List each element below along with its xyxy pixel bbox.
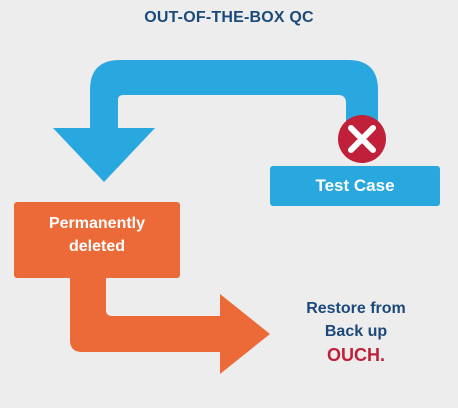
x-circle-icon: [338, 115, 386, 163]
test-case-label: Test Case: [315, 176, 395, 195]
loop-arrow-head: [53, 128, 155, 182]
restore-line2: Back up: [324, 323, 388, 340]
permanently-deleted-line2: deleted: [68, 238, 125, 255]
permanently-deleted-box: [14, 202, 180, 278]
restore-line1: Restore from: [306, 300, 406, 317]
permanently-deleted-line1: Permanently: [48, 215, 146, 232]
permanently-deleted-label: Permanently deleted: [14, 212, 180, 258]
test-case-box: [270, 166, 440, 206]
restore-from-backup-text: Restore from Back up OUCH.: [272, 297, 440, 367]
diagram-title: OUT-OF-THE-BOX QC: [144, 9, 314, 26]
loop-arrow: [90, 60, 378, 146]
ouch-exclamation: OUCH.: [327, 345, 385, 365]
down-right-arrow: [70, 270, 270, 374]
